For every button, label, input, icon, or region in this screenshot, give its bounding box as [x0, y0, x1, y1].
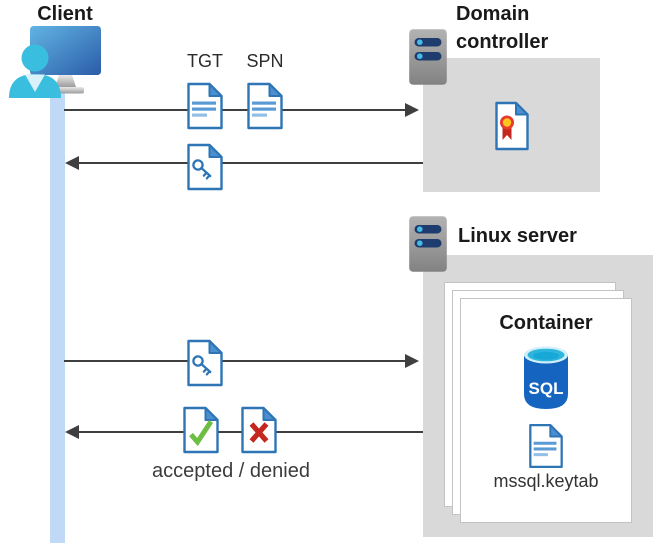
- arrow-linux-to-client-head: [65, 425, 79, 439]
- tgt-document-icon: [187, 82, 223, 130]
- ticket-key-document-icon-lower: [187, 339, 223, 387]
- denied-document-icon: [241, 406, 277, 454]
- ticket-key-document-icon-upper: [187, 143, 223, 191]
- spn-label: SPN: [246, 51, 284, 71]
- client-title: Client: [37, 3, 93, 25]
- spn-document-icon: [247, 82, 283, 130]
- client-lifeline: [50, 91, 65, 543]
- sql-badge-label: SQL: [529, 379, 564, 398]
- accepted-denied-label: accepted / denied: [152, 460, 310, 482]
- arrow-dc-to-client-line: [79, 162, 423, 164]
- tgt-label: TGT: [187, 51, 223, 71]
- keytab-document-icon: [529, 423, 563, 469]
- arrow-client-to-linux-head: [405, 354, 419, 368]
- container-title: Container: [499, 312, 593, 334]
- container-card-front: [460, 298, 632, 523]
- arrow-client-to-dc-line: [64, 109, 406, 111]
- accepted-document-icon: [183, 406, 219, 454]
- keytab-file-label: mssql.keytab: [493, 471, 599, 491]
- arrow-client-to-linux-line: [64, 360, 406, 362]
- linux-server-icon: [409, 216, 447, 272]
- client-computer-user-icon: [9, 26, 101, 98]
- arrow-client-to-dc-head: [405, 103, 419, 117]
- domain-controller-server-icon: [409, 29, 447, 85]
- certificate-icon: [495, 101, 529, 151]
- sql-database-icon: SQL: [524, 346, 568, 409]
- linux-server-title: Linux server: [458, 225, 577, 247]
- arrow-dc-to-client-head: [65, 156, 79, 170]
- domain-controller-title: Domain controller: [456, 3, 549, 53]
